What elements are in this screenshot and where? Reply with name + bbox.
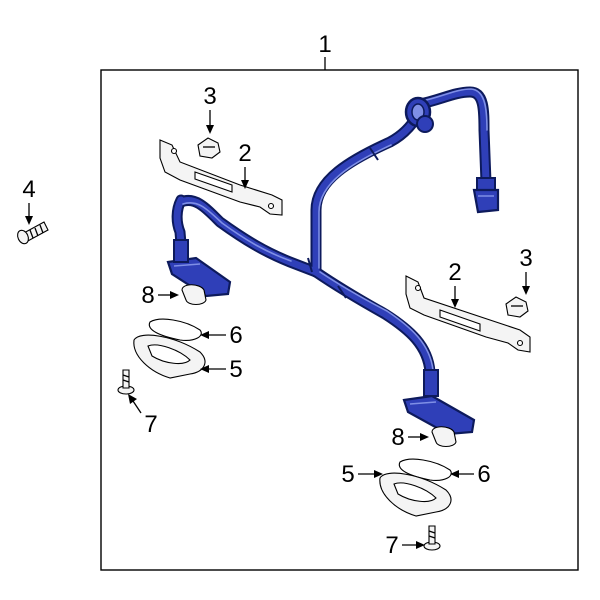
- callout-4-arrow: [25, 216, 33, 225]
- callout-1: 1: [318, 31, 331, 58]
- callout-8-right: 8: [391, 424, 404, 451]
- diagram-frame: [100, 69, 579, 571]
- callout-7-left: 7: [144, 411, 157, 438]
- part-1-wire-harness: [166, 86, 500, 436]
- callout-8-left: 8: [141, 282, 154, 309]
- part-7-screw-right: [423, 525, 441, 551]
- callout-4: 4: [22, 176, 35, 203]
- callout-2-right: 2: [448, 259, 461, 286]
- part-8-bulb-right: [431, 426, 457, 448]
- part-6-lens-left: [148, 318, 202, 341]
- callout-2-left: 2: [238, 140, 251, 167]
- part-8-bulb-left: [181, 284, 207, 306]
- part-3-nut-left: [197, 137, 221, 159]
- callout-5-right: 5: [341, 461, 354, 488]
- callout-3-left: 3: [203, 83, 216, 110]
- part-7-screw-left: [117, 369, 135, 395]
- part-3-nut-right: [505, 296, 529, 318]
- part-2-bracket-right: [405, 275, 531, 353]
- part-2-bracket-left: [159, 139, 283, 216]
- part-5-housing-right: [379, 472, 452, 517]
- callout-7-right: 7: [385, 532, 398, 559]
- callout-6-left: 6: [229, 322, 242, 349]
- part-4-screw: [17, 221, 49, 245]
- part-5-housing-left: [133, 334, 206, 379]
- callout-3-right: 3: [519, 245, 532, 272]
- callout-5-left: 5: [229, 356, 242, 383]
- callout-6-right: 6: [477, 461, 490, 488]
